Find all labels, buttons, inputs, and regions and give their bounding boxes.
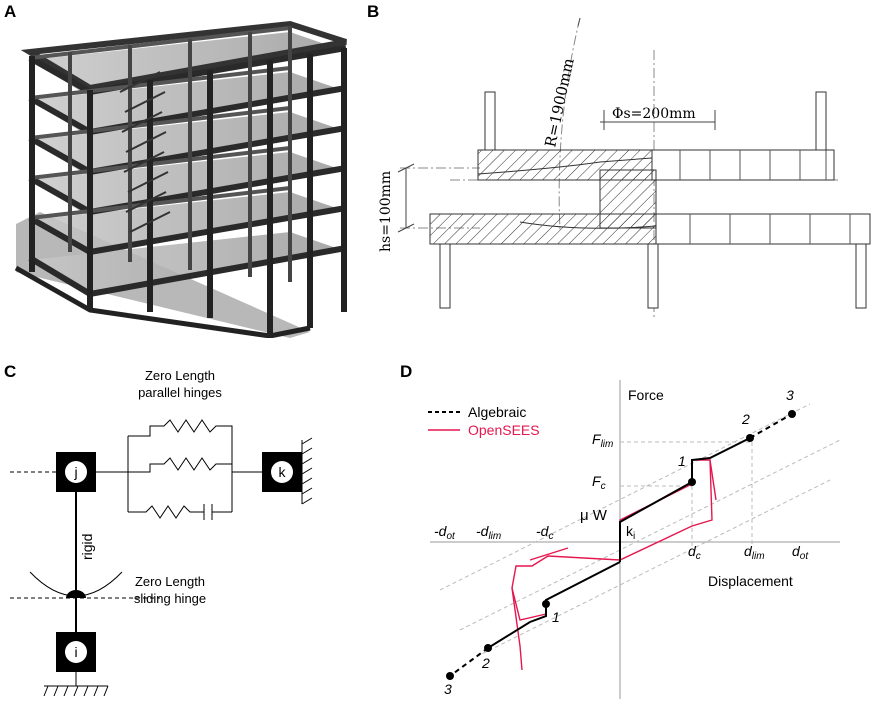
bearing-section-drawing: R=1900mm Φs=200mm hs=100mm xyxy=(378,17,871,320)
point-label-3-pos: 3 xyxy=(786,387,794,403)
node-k-label: k xyxy=(279,464,287,480)
point-1-pos xyxy=(688,478,696,486)
force-displacement-plot: Algebraic OpenSEES Force Displacement -d… xyxy=(428,380,841,699)
legend-label-opensees: OpenSEES xyxy=(468,422,540,438)
point-label-1-pos: 1 xyxy=(678,453,686,469)
parallel-title-line2: parallel hinges xyxy=(138,385,222,400)
tick-neg-dc: -dc xyxy=(536,523,553,542)
tick-pos-dot: dot xyxy=(792,543,809,562)
tick-pos-dc: dc xyxy=(688,543,701,562)
tick-neg-dot: -dot xyxy=(434,523,456,542)
panel-label-b: B xyxy=(367,2,380,21)
point-label-2-pos: 2 xyxy=(741,411,750,427)
y-axis-label: Force xyxy=(628,387,664,403)
force-flim: Flim xyxy=(592,431,613,450)
point-label-2-neg: 2 xyxy=(481,655,490,671)
diameter-label: Φs=200mm xyxy=(612,106,696,122)
tick-pos-dlim: dlim xyxy=(744,543,765,562)
parallel-title-line1: Zero Length xyxy=(145,368,215,383)
point-3-pos xyxy=(788,410,796,418)
mu-w-label: μ W xyxy=(580,507,608,524)
steel-frame-illustration xyxy=(14,20,347,339)
node-i-label: i xyxy=(74,644,77,660)
legend-label-algebraic: Algebraic xyxy=(468,404,526,420)
point-label-1-neg: 1 xyxy=(552,609,560,625)
sliding-title-line1: Zero Length xyxy=(135,574,205,589)
algebraic-envelope xyxy=(449,413,793,677)
point-2-neg xyxy=(484,644,492,652)
panel-c-model-schematic: Zero Length parallel hinges j k xyxy=(0,360,370,699)
panel-label-a: A xyxy=(4,2,17,21)
rigid-label: rigid xyxy=(79,534,95,560)
panel-label-c: C xyxy=(4,362,17,381)
point-2-pos xyxy=(746,434,754,442)
point-1-neg xyxy=(542,600,550,608)
radius-label: R=1900mm xyxy=(541,57,577,149)
point-3-neg xyxy=(446,672,454,680)
k-i-label: ki xyxy=(626,523,635,542)
node-j-label: j xyxy=(73,464,77,480)
panel-b-bearing-drawing: R=1900mm Φs=200mm hs=100mm xyxy=(360,0,879,340)
force-fc: Fc xyxy=(592,473,606,492)
panel-d-force-displacement: Algebraic OpenSEES Force Displacement -d… xyxy=(420,370,860,699)
panel-label-d: D xyxy=(400,362,413,381)
x-axis-label: Displacement xyxy=(708,573,793,589)
sliding-title-line2: sliding hinge xyxy=(134,591,206,606)
tick-neg-dlim: -dlim xyxy=(476,523,501,542)
panel-a-frame-render xyxy=(10,12,355,339)
zero-length-model-diagram: Zero Length parallel hinges j k xyxy=(10,368,313,697)
height-label: hs=100mm xyxy=(378,171,394,252)
point-label-3-neg: 3 xyxy=(444,681,452,697)
